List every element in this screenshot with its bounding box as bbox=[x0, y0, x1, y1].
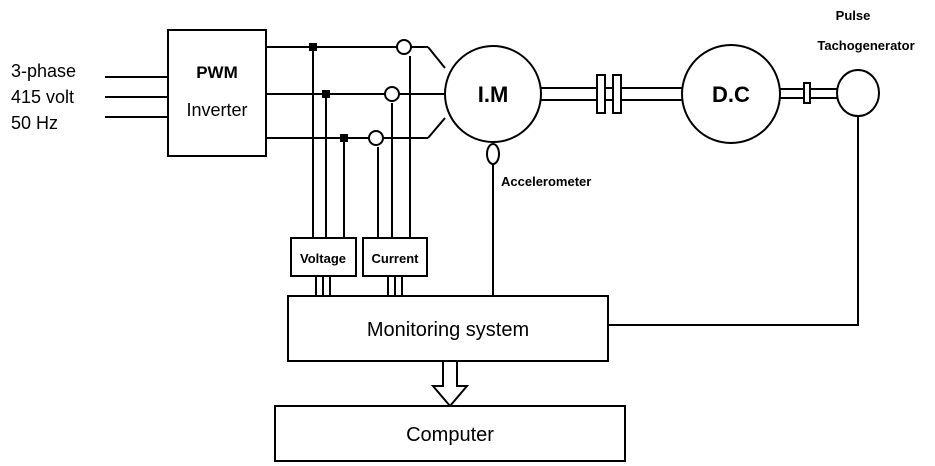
tacho-label-line-1: Pulse bbox=[836, 8, 871, 23]
inverter-subtitle: Inverter bbox=[186, 100, 247, 120]
current-sensor-label: Current bbox=[372, 251, 420, 266]
supply-line-3: 50 Hz bbox=[11, 113, 58, 133]
monitoring-system-block bbox=[287, 295, 609, 362]
current-leads bbox=[387, 276, 403, 296]
supply-line-2: 415 volt bbox=[11, 87, 74, 107]
phase-lines bbox=[266, 46, 446, 139]
computer-block bbox=[274, 405, 626, 462]
motor-label: I.M bbox=[478, 82, 509, 107]
tacho-coupling bbox=[803, 82, 811, 104]
shaft-coupling bbox=[596, 74, 622, 114]
tacho-signal-line bbox=[608, 116, 859, 326]
voltage-sensor-label: Voltage bbox=[300, 251, 346, 266]
supply-line-1: 3-phase bbox=[11, 61, 76, 81]
motor-shaft bbox=[541, 87, 682, 101]
voltage-leads bbox=[315, 276, 331, 296]
dc-machine bbox=[681, 44, 781, 144]
dc-machine-label: D.C bbox=[712, 82, 750, 107]
current-transformers bbox=[368, 39, 412, 146]
voltage-junctions bbox=[309, 43, 348, 142]
supply-lines bbox=[105, 76, 168, 118]
monitoring-system-label: Monitoring system bbox=[367, 319, 529, 341]
accelerometer-label: Accelerometer bbox=[501, 174, 591, 189]
tacho-label-line-2: Tachogenerator bbox=[817, 38, 914, 53]
voltage-sensor-block bbox=[290, 237, 357, 277]
accelerometer-sensor bbox=[486, 143, 500, 165]
inverter-title: PWM bbox=[196, 63, 238, 82]
computer-label: Computer bbox=[406, 424, 494, 446]
data-arrow bbox=[430, 360, 470, 408]
current-sensor-block bbox=[362, 237, 428, 277]
pwm-inverter-block bbox=[167, 29, 267, 157]
induction-motor bbox=[444, 45, 542, 143]
sensor-tap-lines bbox=[312, 47, 411, 238]
pulse-tachogenerator bbox=[836, 69, 880, 117]
